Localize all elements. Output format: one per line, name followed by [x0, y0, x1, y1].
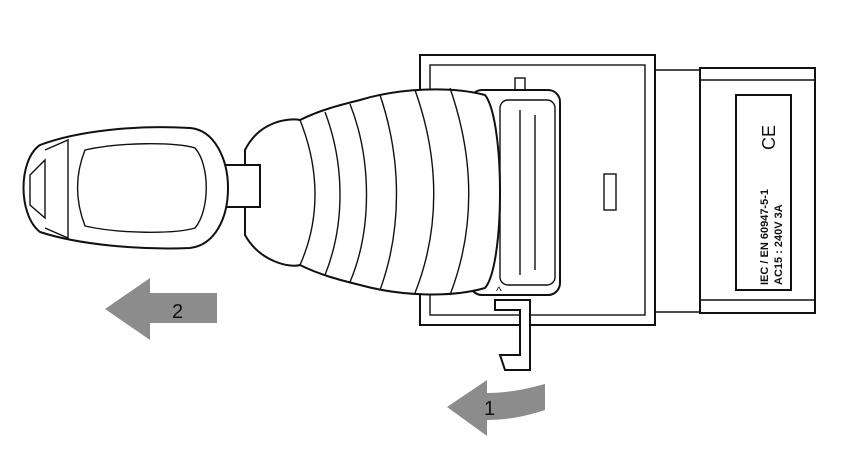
arrow-2: 2: [105, 278, 217, 340]
rubber-boot: [244, 87, 501, 296]
arrow-1: 1: [447, 380, 545, 436]
arrow-left-icon: [105, 278, 217, 340]
lever-knob: [22, 126, 230, 250]
rating-text: AC15 : 240V 3A: [773, 204, 785, 285]
arrow-1-label: 1: [484, 398, 495, 420]
standard-text: IEC / EN 60947-5-1: [759, 189, 771, 285]
arrow-2-label: 2: [172, 301, 183, 323]
ce-mark: CE: [759, 125, 779, 150]
position-marker: ^: [496, 284, 502, 298]
curved-arrow-icon: [447, 380, 545, 436]
rating-label: IEC / EN 60947-5-1 AC15 : 240V 3A CE: [759, 125, 785, 285]
